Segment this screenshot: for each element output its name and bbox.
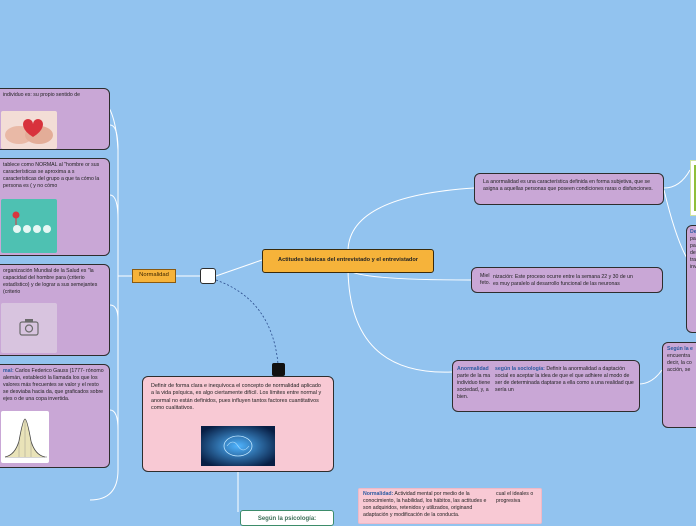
- collapse-node[interactable]: [200, 268, 216, 284]
- node-mielinizacion[interactable]: Miel feto. nización: Este proceso ocurre…: [471, 267, 663, 293]
- node-sociologia[interactable]: Anormalidad parte de la ma individuo tie…: [452, 360, 640, 412]
- sociologia-text: Definir la anormalidad a daptación socia…: [495, 366, 634, 394]
- node-right-edge-2[interactable]: Según la e encuentra decir, la co acción…: [662, 342, 696, 428]
- node-normal-establece-text: tablece como NORMAL al "hombre or sus ca…: [3, 162, 100, 190]
- node-normalidad-bottom[interactable]: Normalidad: Actividad mental por medio d…: [358, 488, 542, 524]
- right-edge-2-text: encuentra decir, la co acción, se: [667, 353, 692, 374]
- node-psicologia-title: Según la psicología:: [257, 516, 317, 522]
- node-oms-text: organización Mundial de la Salud es "la …: [3, 268, 98, 296]
- node-anormalidad[interactable]: La anormalidad es una característica def…: [474, 173, 664, 205]
- gauss-curve-image: [1, 411, 49, 463]
- mielinizacion-right-a: nización: Este proceso ocurre entre la s…: [493, 274, 633, 280]
- teal-dots-image: [1, 199, 57, 253]
- sociologia-title-b: según la sociología:: [495, 366, 545, 372]
- node-individuo[interactable]: individuo es: su propio sentido de: [0, 88, 110, 150]
- bottom-title: Normalidad:: [363, 491, 394, 497]
- node-definition[interactable]: Definir de forma clara e inequívoca el c…: [142, 376, 334, 472]
- right-edge-2-title: Según la e: [667, 346, 693, 352]
- right-edge-1-text: pa pa de tra inv: [690, 236, 696, 271]
- node-normal-establece[interactable]: tablece como NORMAL al "hombre or sus ca…: [0, 158, 110, 256]
- central-topic-label: Actitudes básicas del entrevistado y el …: [278, 257, 418, 264]
- image-placeholder: [1, 303, 57, 353]
- brain-image: [201, 426, 275, 466]
- mielinizacion-left-b: feto.: [480, 280, 491, 286]
- bottom-text: Actividad mental por medio de la conocim…: [363, 491, 487, 519]
- green-image-edge: [690, 160, 696, 216]
- gauss-title: mal:: [3, 368, 14, 374]
- mielinizacion-left-a: Miel: [480, 273, 490, 279]
- gauss-text: Carlos Federico Gauss (1777- rónomo alem…: [3, 368, 104, 403]
- camera-icon: [19, 319, 39, 336]
- sociologia-title-a: Anormalidad: [457, 366, 489, 372]
- central-topic[interactable]: Actitudes básicas del entrevistado y el …: [262, 249, 434, 273]
- node-psicologia[interactable]: Según la psicología:: [240, 510, 334, 526]
- node-anormalidad-text: La anormalidad es una característica def…: [483, 179, 653, 193]
- mielinizacion-right-b: es muy paralelo al desarrollo funcional …: [493, 281, 620, 287]
- hands-heart-image: [1, 111, 57, 149]
- sociologia-left-text: parte de la ma individuo tiene sociedad,…: [457, 373, 491, 401]
- node-definition-text: Definir de forma clara e inequívoca el c…: [151, 383, 322, 411]
- node-oms[interactable]: organización Mundial de la Salud es "la …: [0, 264, 110, 356]
- node-individuo-text: individuo es: su propio sentido de: [3, 92, 80, 98]
- right-edge-1-title: De: [690, 229, 696, 235]
- normalidad-label[interactable]: Normalidad: [132, 269, 176, 283]
- node-right-edge-1[interactable]: De pa pa de tra inv: [686, 225, 696, 333]
- normalidad-label-text: Normalidad: [139, 272, 169, 279]
- bottom-side-text: cual el ideales o progresiva: [496, 491, 534, 505]
- node-gauss[interactable]: mal: Carlos Federico Gauss (1777- rónomo…: [0, 364, 110, 468]
- definition-anchor[interactable]: [272, 363, 285, 376]
